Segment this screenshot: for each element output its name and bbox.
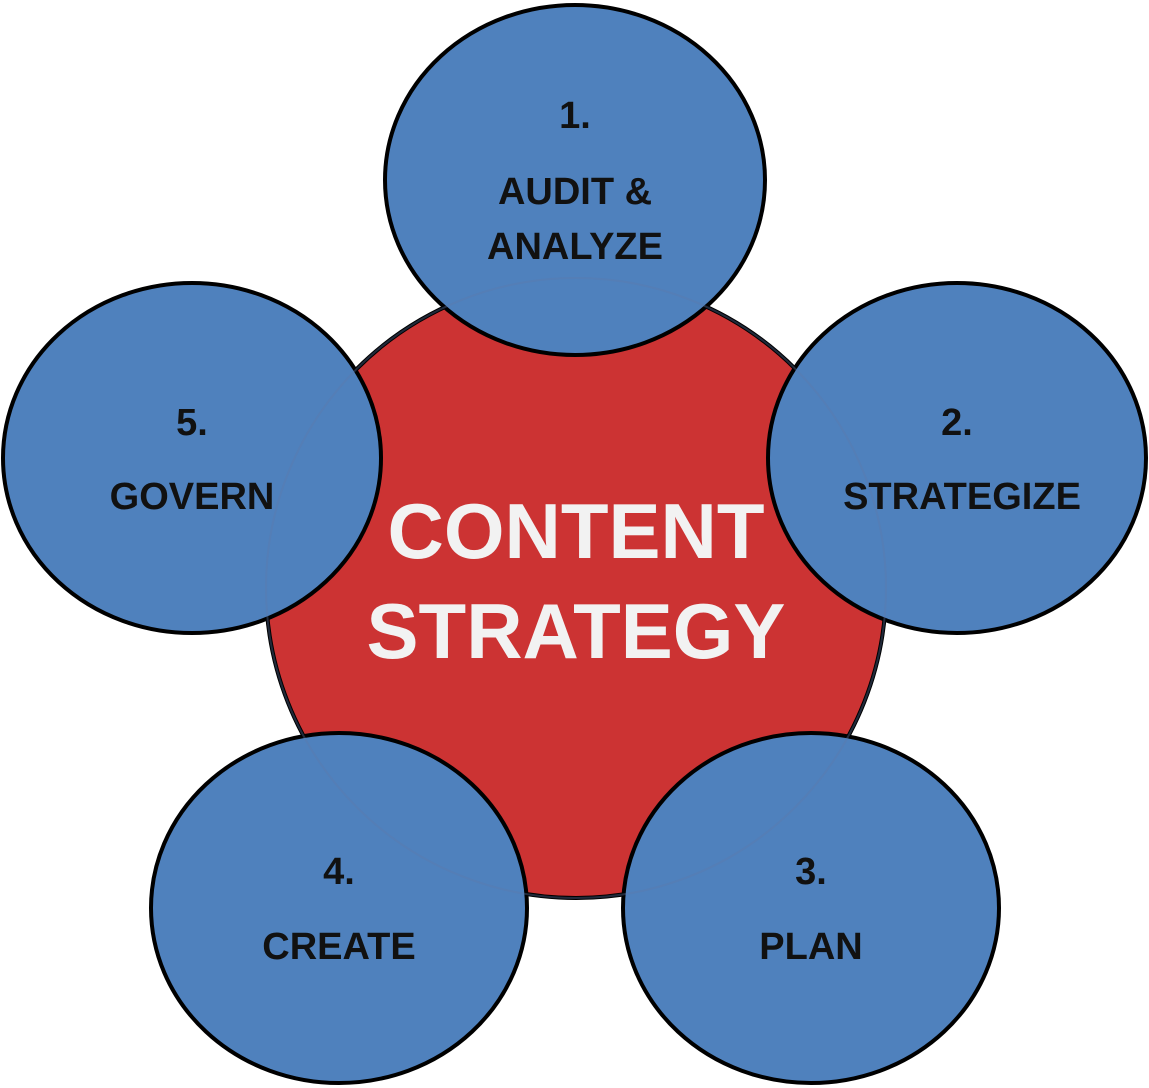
step-5-label: GOVERN [110, 476, 275, 518]
step-5-number: 5. [176, 402, 208, 444]
step-4-number: 4. [323, 851, 355, 893]
step-3-label: PLAN [759, 926, 862, 968]
step-2-circle [766, 281, 1148, 635]
step-2-number: 2. [941, 402, 973, 444]
step-3-node [621, 731, 1001, 1085]
step-3-circle [621, 731, 1001, 1085]
step-5-node [1, 281, 383, 635]
step-2-label: STRATEGIZE [843, 476, 1081, 518]
center-overlap-outline [265, 277, 887, 899]
step-1-label-line2: ANALYZE [487, 226, 663, 268]
step-5-circle [1, 281, 383, 635]
step-1-number: 1. [559, 95, 591, 137]
step-1-label-line1: AUDIT & [498, 171, 652, 213]
step-3-number: 3. [795, 851, 827, 893]
step-4-label: CREATE [262, 926, 415, 968]
step-4-circle [149, 731, 529, 1085]
step-4-node [149, 731, 529, 1085]
step-2-node [766, 281, 1148, 635]
step-1-circle [383, 3, 767, 357]
center-title-line1: CONTENT [388, 487, 765, 575]
center-title-line2: STRATEGY [367, 587, 786, 675]
step-1-node [383, 3, 767, 357]
